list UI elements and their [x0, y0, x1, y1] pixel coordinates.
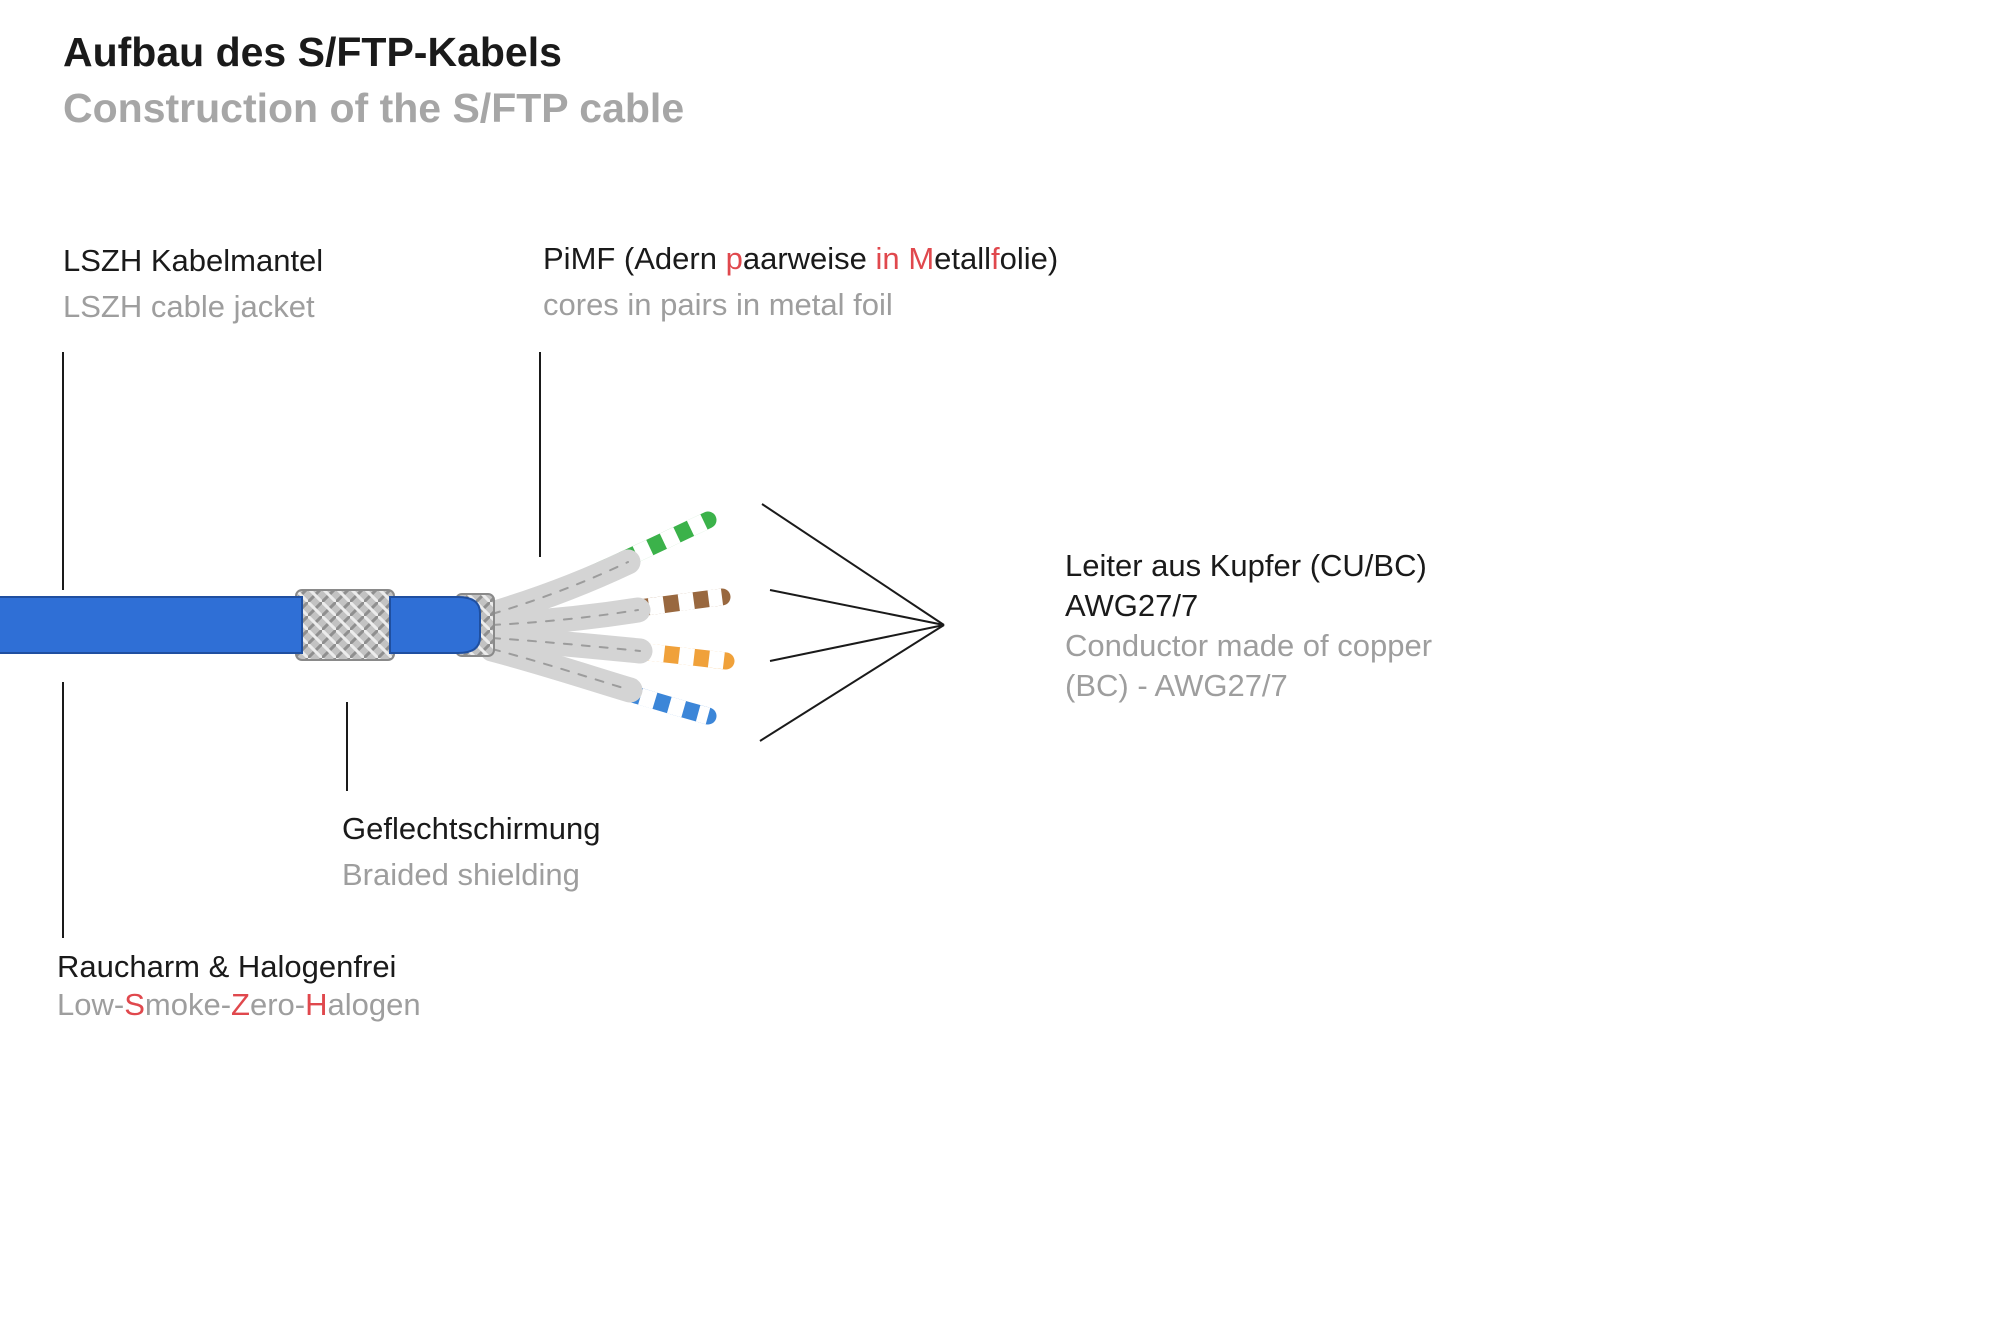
label-lszh-de: Raucharm & Halogenfrei — [57, 949, 397, 984]
label-pimf-de: PiMF (Adern paarweise in Metallfolie) — [543, 241, 1059, 276]
foil-crease-orange — [491, 637, 641, 652]
label-jacket-de: LSZH Kabelmantel — [63, 243, 324, 278]
label-conductor: Leiter aus Kupfer (CU/BC) AWG27/7 Conduc… — [1065, 546, 1432, 706]
foil-crease-green — [491, 561, 629, 615]
leader-lines — [62, 352, 945, 938]
cable-jacket-right — [389, 596, 481, 654]
label-conductor-de-1: Leiter aus Kupfer (CU/BC) — [1065, 548, 1427, 583]
fan-line-2 — [769, 589, 945, 626]
foil-crease-brown — [491, 609, 639, 626]
cable-jacket-left — [0, 596, 303, 654]
label-jacket-en: LSZH cable jacket — [63, 289, 315, 324]
fan-line-3 — [769, 624, 945, 662]
label-pimf: PiMF (Adern paarweise in Metallfolie) co… — [543, 236, 1058, 328]
braided-shield-section — [295, 589, 395, 661]
label-conductor-en-1: Conductor made of copper — [1065, 628, 1433, 663]
label-braid-de: Geflechtschirmung — [342, 811, 601, 846]
label-pimf-en: cores in pairs in metal foil — [543, 287, 893, 322]
foil-wraps — [479, 549, 653, 703]
page-title: Aufbau des S/FTP-Kabels — [63, 29, 562, 75]
label-conductor-de-2: AWG27/7 — [1065, 588, 1199, 623]
label-conductor-en-2: (BC) - AWG27/7 — [1065, 668, 1288, 703]
title-block: Aufbau des S/FTP-Kabels Construction of … — [63, 24, 684, 136]
label-braid-en: Braided shielding — [342, 857, 580, 892]
label-lszh-en: Low-Smoke-Zero-Halogen — [57, 987, 421, 1022]
label-jacket: LSZH Kabelmantel LSZH cable jacket — [63, 238, 323, 330]
page-subtitle: Construction of the S/FTP cable — [63, 85, 685, 131]
foil-crease-blue — [491, 648, 631, 691]
label-braid: Geflechtschirmung Braided shielding — [342, 806, 600, 898]
fan-line-1 — [761, 503, 945, 626]
label-lszh: Raucharm & Halogenfrei Low-Smoke-Zero-Ha… — [57, 948, 421, 1024]
fan-line-4 — [759, 624, 945, 742]
